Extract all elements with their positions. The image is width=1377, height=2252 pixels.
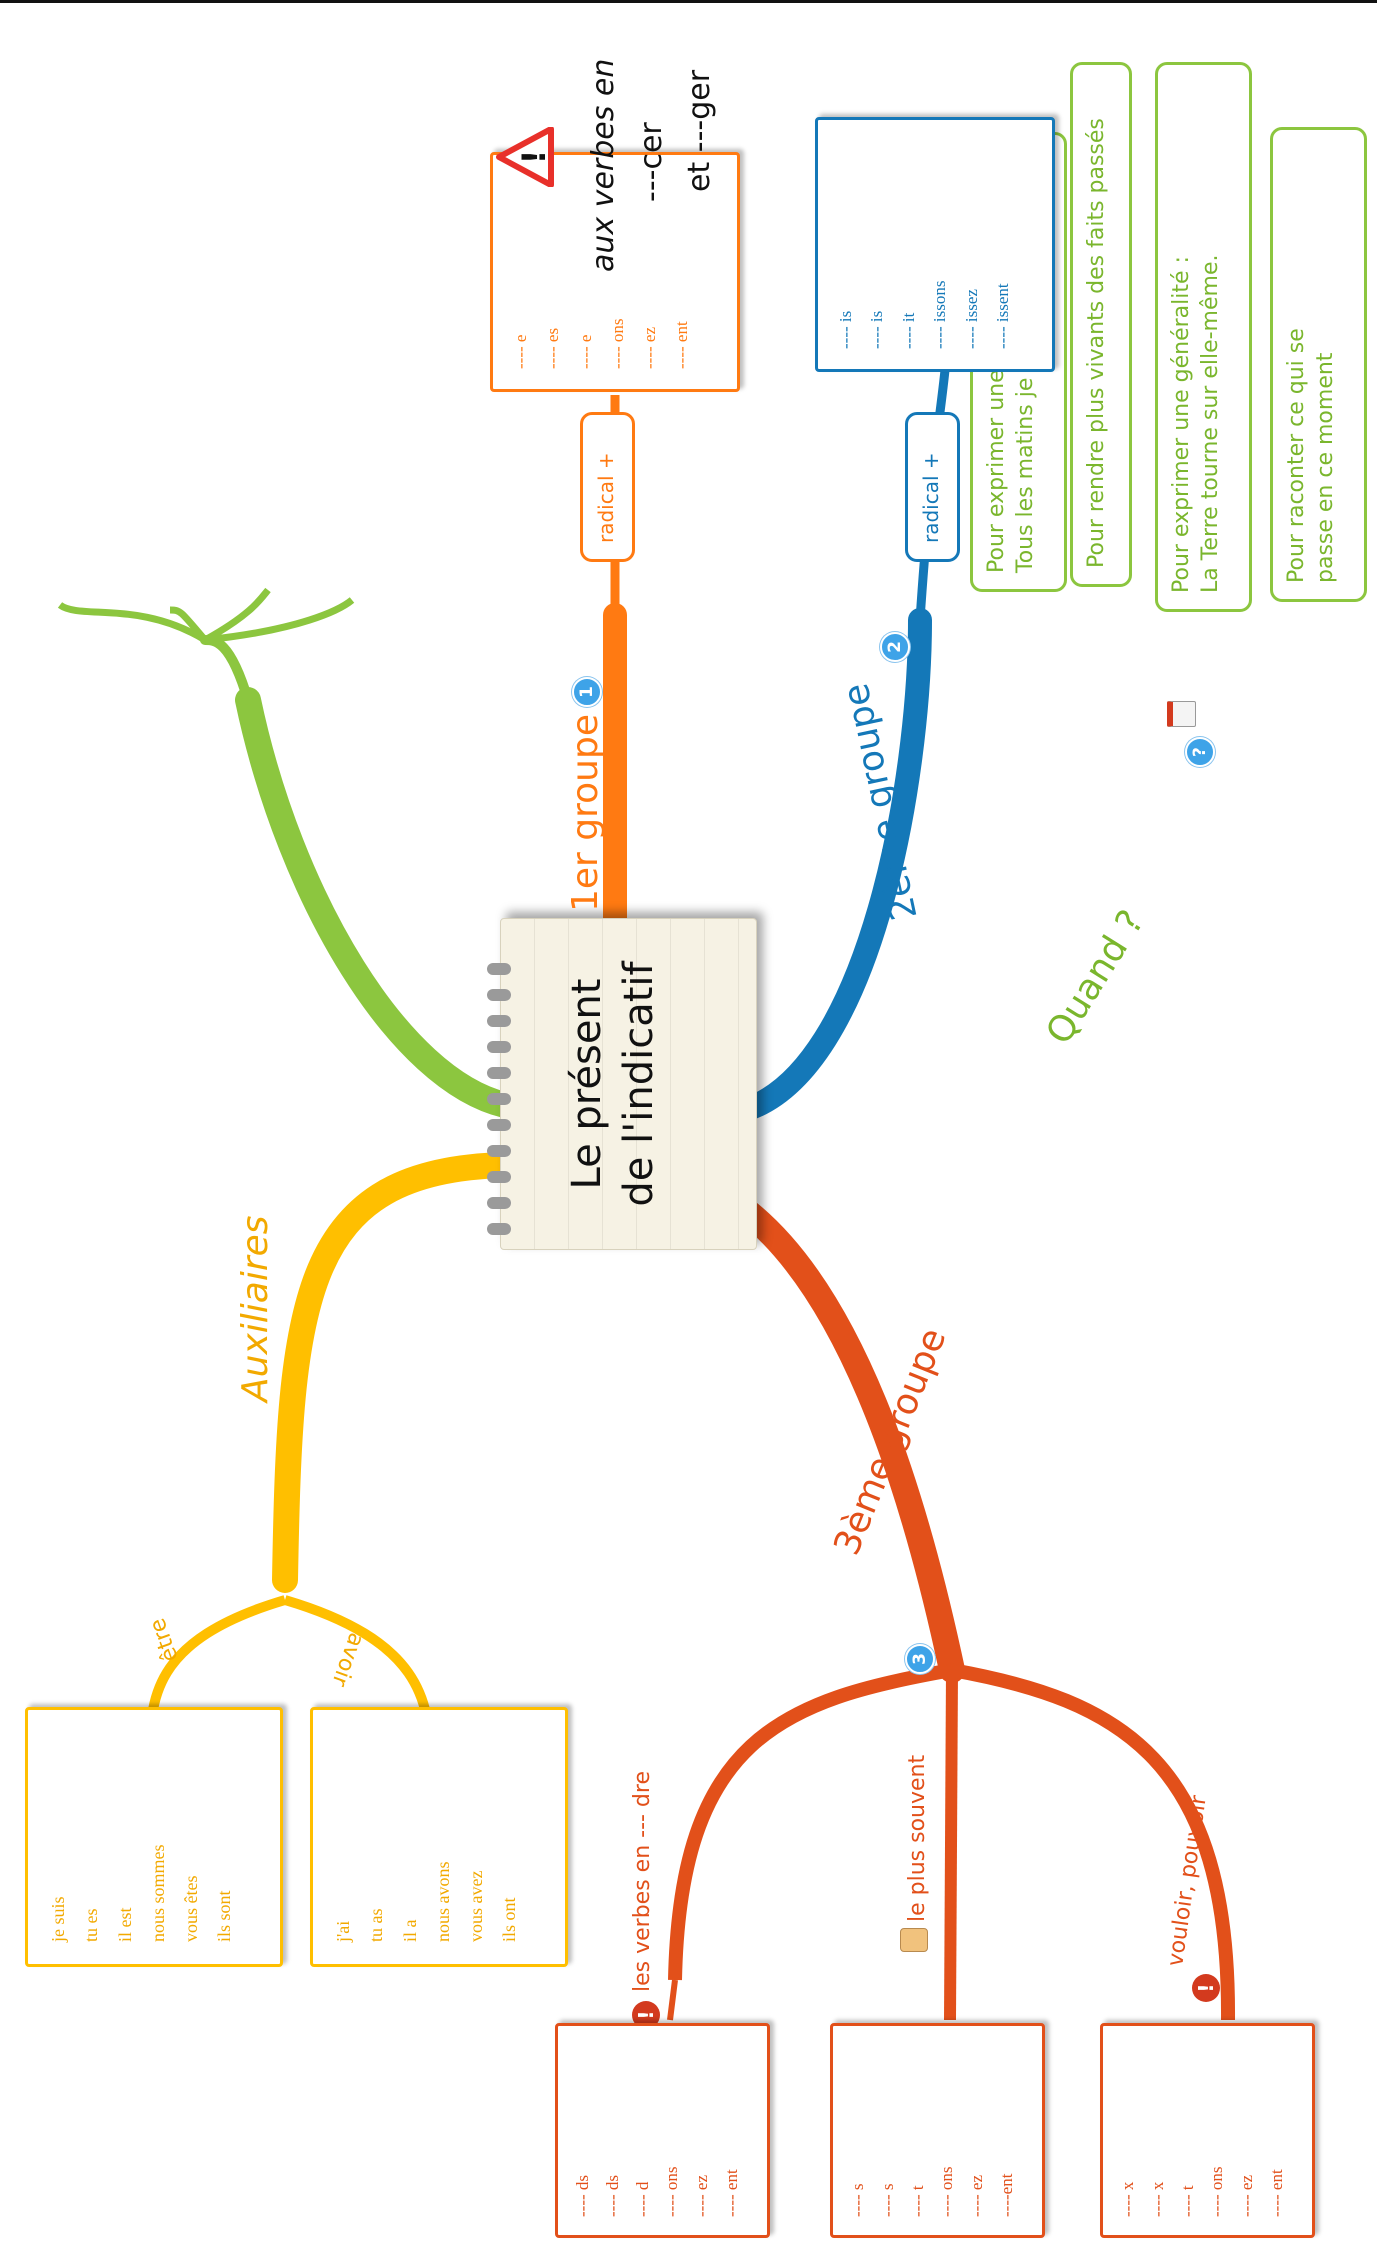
warning-line2: ---cer [634, 122, 669, 202]
groupe2-badge: 2 [880, 632, 910, 662]
g3s2-ending-1: ---- s [848, 2183, 867, 2217]
sub-groupe3-3 [950, 1663, 1236, 2021]
central-topic: Le présent de l'indicatif [487, 918, 757, 1250]
groupe3-sub3-label: vouloir, pouvoir [1163, 1793, 1212, 1968]
groupe3-sub1-label: les verbes en --- dre [630, 1771, 655, 1992]
groupe2-ending-4: ---- issons [930, 280, 950, 349]
g3s1-ending-1: ---- ds [573, 2174, 592, 2217]
groupe1-ending-2: ---- es [543, 327, 563, 369]
warning-triangle-icon: ! [495, 126, 555, 188]
g3s3-ending-3: ---- t [1177, 2185, 1197, 2217]
g3s1-ending-3: ---- d [632, 2181, 652, 2217]
groupe1-radical: radical + [580, 412, 635, 562]
avoir-form-4: nous avons [432, 1861, 453, 1943]
branch-label-auxiliaires: Auxiliaires [235, 1215, 276, 1402]
quand-item-3: Pour rendre plus vivants des faits passé… [1070, 62, 1132, 587]
auxiliaires-etre-forms: je suis tu es il est nous sommes vous êt… [25, 1707, 283, 1967]
g3s3-ending-2: ---- x [1147, 2181, 1167, 2217]
branch-groupe2 [733, 608, 932, 1122]
g3s1-ending-6: ---- ent [721, 2169, 741, 2217]
g3s3-ending-5: ---- ez [1237, 2175, 1256, 2217]
groupe2-ending-6: ---- issent [993, 283, 1013, 349]
groupe2-ending-2: ---- is [867, 310, 887, 349]
branch-groupe3 [732, 1197, 965, 1683]
etre-form-6: ils sont [214, 1890, 235, 1942]
central-title-line1: Le présent [564, 978, 610, 1190]
groupe1-ending-1: ---- e [511, 334, 530, 369]
groupe2-ending-3: ---- it [898, 312, 918, 349]
etre-form-3: il est [114, 1907, 135, 1943]
avoir-form-2: tu as [366, 1908, 387, 1943]
etre-form-1: je suis [48, 1896, 68, 1942]
groupe3-sub3-exclamation-icon: ! [1192, 1974, 1220, 2002]
groupe3-sub2-label: le plus souvent [905, 1754, 930, 1922]
notebook-rings [487, 935, 511, 1235]
g3s1-ending-4: ---- ons [662, 2166, 682, 2217]
sub-groupe3-1b [667, 1979, 678, 2021]
central-topic-title: Le présent de l'indicatif [561, 919, 665, 1249]
svg-text:!: ! [515, 150, 553, 165]
groupe1-badge: 1 [572, 677, 602, 707]
central-title-line2: de l'indicatif [616, 961, 662, 1207]
avoir-form-6: ils ont [499, 1897, 520, 1942]
avoir-form-5: vous avez [466, 1870, 487, 1942]
quand-item-1: Pour raconter ce qui se passe en ce mome… [1270, 127, 1367, 602]
sub-groupe3-1 [668, 1663, 954, 1981]
etre-form-5: vous êtes [181, 1875, 202, 1943]
g3s3-ending-1: ---- x [1118, 2181, 1137, 2217]
sub-quand-4 [204, 597, 355, 644]
groupe2-ending-1: ---- is [836, 310, 855, 349]
etre-form-2: tu es [81, 1908, 102, 1943]
etre-form-4: nous sommes [147, 1844, 168, 1942]
auxiliaires-avoir-forms: j'ai tu as il a nous avons vous avez ils… [310, 1707, 568, 1967]
g3s2-ending-2: ---- s [877, 2183, 897, 2217]
groupe3-badge: 3 [905, 1644, 935, 1674]
quand-item-1-line1: Pour raconter ce qui se [1284, 328, 1309, 583]
groupe2-ending-5: ---- issez [961, 289, 981, 349]
branch-auxiliaires [272, 1152, 518, 1593]
groupe1-radical-text: radical + [594, 452, 618, 543]
branch-quand [235, 687, 518, 1118]
auxiliaires-avoir-label: avoir [326, 1629, 369, 1690]
groupe3-sub3-endings: ---- x ---- x ---- t ---- ons ---- ez --… [1100, 2023, 1315, 2238]
quand-item-2-line1: Pour exprimer une généralité : [1169, 256, 1194, 593]
quand-item-2-line2: La Terre tourne sur elle-même. [1197, 254, 1223, 593]
sub-quand-1 [57, 601, 207, 643]
top-rule [0, 0, 1377, 3]
g3s2-ending-6: ----ent [996, 2173, 1016, 2217]
g3s3-ending-6: ---- ent [1266, 2169, 1286, 2217]
quand-item-2: Pour exprimer une généralité : La Terre … [1155, 62, 1252, 612]
groupe1-warning-text: aux verbes en ---cer et ---ger [580, 12, 724, 272]
g3s3-ending-4: ---- ons [1207, 2166, 1227, 2217]
groupe2-endings: ---- is ---- is ---- it ---- issons ----… [815, 117, 1055, 372]
branch-label-groupe1: 1er groupe [565, 714, 606, 912]
calendar-icon [1167, 701, 1196, 727]
quand-item-3-line1: Pour rendre plus vivants des faits passé… [1084, 118, 1109, 568]
g3s2-ending-5: ---- ez [967, 2175, 986, 2217]
groupe2-radical-text: radical + [919, 452, 943, 543]
groupe3-sub2-endings: ---- s ---- s ---- t ---- ons ---- ez --… [830, 2023, 1045, 2238]
groupe3-sub1-endings: ---- ds ---- ds ---- d ---- ons ---- ez … [555, 2023, 770, 2238]
groupe2-radical: radical + [905, 412, 960, 562]
sub-quand-3 [203, 587, 271, 644]
sub-quand-2 [169, 606, 208, 643]
g3s1-ending-5: ---- ez [692, 2175, 711, 2217]
branch-label-quand: Quand ? [1038, 903, 1153, 1052]
auxiliaires-etre-label: être [145, 1614, 184, 1665]
branch-label-groupe2: 2ème groupe [835, 679, 926, 924]
warning-line1: aux verbes en [586, 58, 621, 272]
warning-line3: et ---ger [682, 69, 717, 192]
question-badge: ? [1185, 737, 1215, 767]
g3s1-ending-2: ---- ds [602, 2174, 622, 2217]
avoir-form-3: il a [399, 1919, 420, 1943]
sub-groupe3-2 [944, 1669, 958, 2021]
avoir-form-1: j'ai [333, 1920, 353, 1942]
g3s2-ending-3: ---- t [907, 2185, 927, 2217]
thumbs-up-icon [900, 1928, 928, 1952]
g3s2-ending-4: ---- ons [937, 2166, 957, 2217]
quand-item-1-line2: passe en ce moment [1312, 352, 1338, 583]
branch-label-groupe3: 3ème groupe [826, 1322, 955, 1561]
